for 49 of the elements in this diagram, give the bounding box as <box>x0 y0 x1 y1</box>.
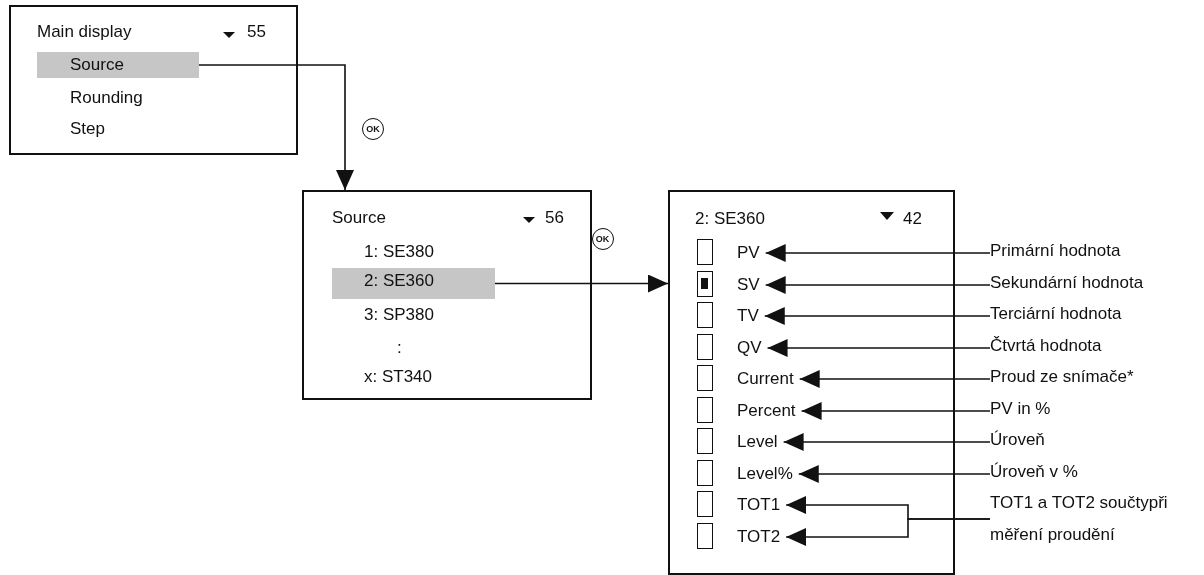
menu-item: SV <box>737 272 766 298</box>
arrow <box>763 307 991 325</box>
description-text: Primární hodnota <box>990 238 1121 264</box>
menu-item: QV <box>737 335 768 361</box>
arrow <box>764 276 991 294</box>
description-text: Sekundární hodnota <box>990 270 1144 296</box>
arrow <box>785 518 991 546</box>
menu-item: PV <box>737 240 766 266</box>
menu-item: 3: SP380 <box>364 304 440 326</box>
arrow <box>797 465 991 483</box>
description-text: Proud ze snímače* <box>990 364 1134 390</box>
selected-menu-item: Source <box>37 52 199 78</box>
display-screen <box>668 190 955 575</box>
parameter-number: 42 <box>903 208 922 230</box>
menu-item: Current <box>737 366 800 392</box>
parameter-number: 55 <box>247 21 266 43</box>
menu-item: TV <box>737 303 765 329</box>
display-screen <box>9 5 298 155</box>
menu-item: Level <box>737 429 784 455</box>
menu-item: Rounding <box>70 87 149 109</box>
description-text: PV in % <box>990 396 1051 422</box>
menu-item: : <box>397 337 408 359</box>
arrow <box>494 274 669 293</box>
description-text: Úroveň <box>990 427 1045 453</box>
arrow <box>198 64 354 191</box>
menu-item: Percent <box>737 398 802 424</box>
parameter-number: 56 <box>545 207 564 229</box>
arrow <box>798 370 991 388</box>
description-text: Úroveň v % <box>990 459 1078 485</box>
menu-item: Level% <box>737 461 799 487</box>
description-text: Čtvrtá hodnota <box>990 333 1102 359</box>
selected-menu-item: 2: SE360 <box>332 268 495 299</box>
arrow <box>766 339 991 357</box>
menu-item: TOT2 <box>737 524 787 550</box>
description-text: Terciární hodnota <box>990 301 1122 327</box>
screen-title: 2: SE360 <box>695 208 765 230</box>
menu-item: TOT1 <box>737 492 787 518</box>
display-screen <box>302 190 592 400</box>
menu-item: 1: SE380 <box>364 241 440 263</box>
menu-item: Step <box>70 118 111 140</box>
screen-title: Main display <box>37 21 132 43</box>
description-text: TOT1 a TOT2 součtypři měření proudění <box>990 487 1190 551</box>
arrow <box>782 433 991 451</box>
arrow <box>800 402 991 420</box>
menu-item: x: ST340 <box>364 366 439 388</box>
screen-title: Source <box>332 207 386 229</box>
ok-button-label: OK <box>591 227 614 250</box>
ok-button-label: OK <box>362 117 384 140</box>
arrow <box>764 244 991 262</box>
